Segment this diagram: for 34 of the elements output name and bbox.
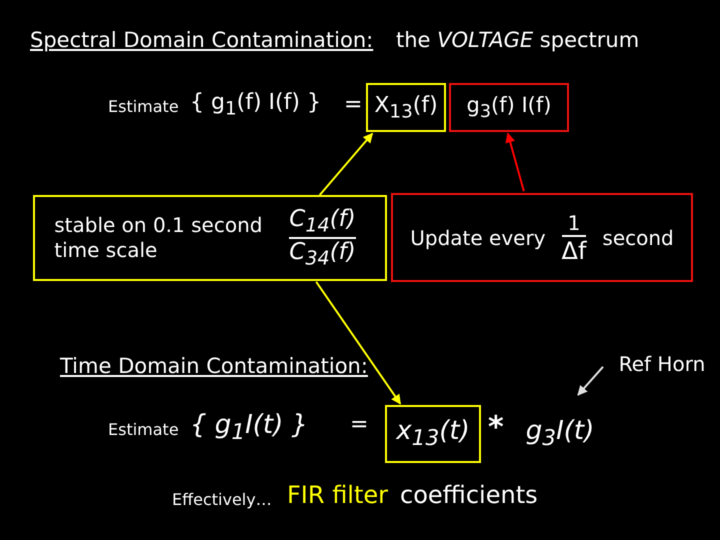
formula-box <box>449 83 569 132</box>
note-text: second <box>602 226 674 250</box>
equation-term: { g$_{1}$I(t) } <box>190 410 308 446</box>
equation-term: g$_{3}$(f) I(f) <box>466 92 552 122</box>
formula-box <box>391 193 693 282</box>
note-text: Effectively… <box>172 490 272 509</box>
section-heading: Time Domain Contamination: <box>60 354 368 378</box>
note-text: Update every <box>410 226 546 250</box>
arrow <box>315 281 402 405</box>
formula-box <box>33 195 387 281</box>
denominator: C$_{34}$(f) <box>289 239 356 270</box>
equation-term: X$_{13}$(f) <box>374 92 438 122</box>
equation-text: Estimate <box>108 420 179 439</box>
numerator: C$_{14}$(f) <box>289 206 356 239</box>
equation-term: { g$_{1}$(f) I(f) } <box>190 90 321 120</box>
arrow <box>577 366 604 396</box>
arrow <box>505 132 525 192</box>
equals-sign: = <box>350 412 368 437</box>
equation-text: Estimate <box>108 97 179 116</box>
equation-term: g$_{3}$I(t) <box>526 416 594 452</box>
denominator: Δf <box>562 236 586 264</box>
heading-text: the VOLTAGE spectrum <box>396 28 640 52</box>
formula-box <box>366 83 446 132</box>
equation-term: x$_{13}$(t) <box>396 416 470 452</box>
annotation-text: Ref Horn <box>618 352 706 376</box>
section-heading: Spectral Domain Contamination: <box>30 28 374 52</box>
numerator: 1 <box>562 210 586 236</box>
highlight-text: FIR filter <box>287 481 388 509</box>
equals-sign: = <box>344 92 362 117</box>
formula-box <box>385 405 481 463</box>
note-text: stable on 0.1 second time scale <box>54 213 264 263</box>
arrow <box>318 132 374 196</box>
convolution-sign: * <box>488 410 504 445</box>
note-text: coefficients <box>400 481 538 509</box>
